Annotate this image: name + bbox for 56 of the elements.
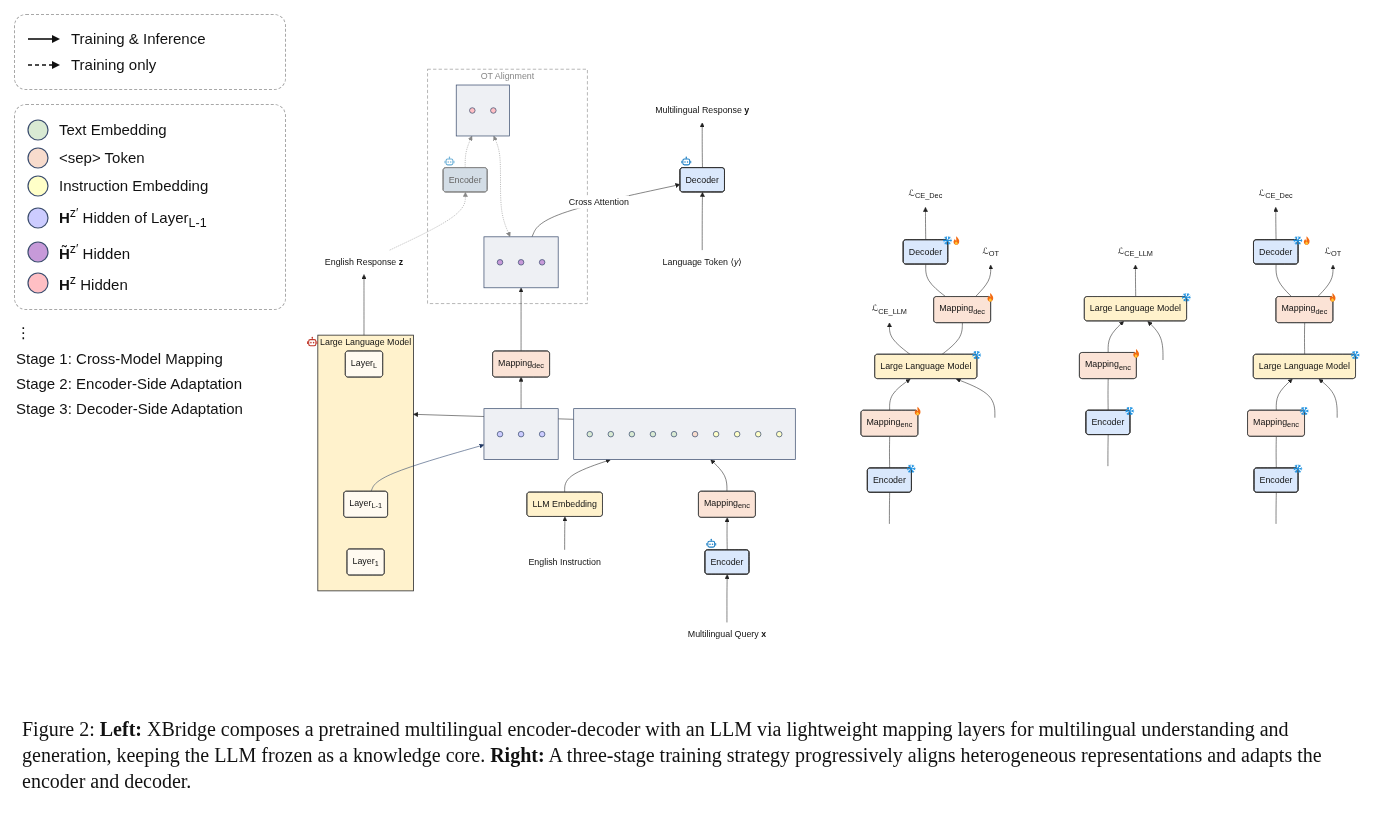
node-text: Multilingual Response y: [655, 105, 750, 115]
connector: [1304, 322, 1305, 355]
legend-text: Text Embedding: [59, 120, 167, 140]
connector: [1107, 378, 1109, 411]
stage-caption: Stage 3: Decoder-Side Adaptation: [16, 400, 243, 417]
connector: [889, 436, 890, 469]
node-circle: [517, 431, 525, 438]
node-circle: [496, 431, 504, 438]
vertical-ellipsis: ⋮: [16, 324, 31, 342]
legend-text: H$^{z}$ Hidden: [59, 272, 128, 295]
edge-label: Cross Attention: [568, 197, 629, 207]
node-text: ℒ$_{CE_LLM}$: [871, 303, 908, 316]
legend-text: Training & Inference: [71, 29, 206, 49]
node-text: ℒ$_{OT}$: [982, 245, 1000, 258]
stage-caption: Stage 1: Cross-Model Mapping: [16, 350, 223, 367]
connector: [1275, 264, 1292, 298]
node-circle: [649, 431, 657, 438]
node-text: ℒ$_{OT}$: [1324, 245, 1342, 258]
node-circle: [469, 107, 476, 114]
connector: [1275, 492, 1277, 525]
cluster: [483, 408, 559, 460]
node-circle: [712, 431, 720, 438]
connector: [1275, 436, 1277, 469]
connector: [1107, 434, 1109, 467]
stage-caption: Stage 2: Encoder-Side Adaptation: [16, 375, 242, 392]
figure-caption: Figure 2: Left: XBridge composes a pretrained multilingual encoder-decoder with an LLM via lightweight mapping layers for multilingual understanding and generation, keeping the LLM frozen as a knowledge core. Right: A three-stage training strategy progressively aligns heterogeneous representations and adapts the encoder and decoder.: [22, 717, 1323, 794]
node-circle: [539, 431, 546, 438]
node-circle: [628, 431, 635, 438]
connector: [925, 264, 947, 298]
legend-text: Instruction Embedding: [59, 176, 209, 196]
legend-text: <sep> Token: [59, 148, 145, 168]
cluster: [483, 236, 559, 289]
node-text: Multilingual Query x: [687, 629, 767, 640]
legend-text: Training only: [71, 55, 157, 75]
legend-text: H̃$^{z′}$ Hidden: [59, 241, 131, 264]
node-circle: [734, 431, 741, 438]
node-text: ℒ$_{CE_Dec}$: [908, 188, 943, 201]
node-circle: [607, 431, 614, 438]
connector: [941, 322, 963, 355]
node-circle: [755, 431, 762, 438]
node-text: ℒ$_{CE_LLM}$: [1117, 245, 1154, 258]
node-circle: [517, 259, 525, 266]
node-text: Language Token ⟨y⟩: [662, 257, 742, 267]
node-circle: [539, 259, 546, 266]
node-circle: [586, 431, 593, 438]
node-circle: [496, 259, 504, 266]
legend-text: H$^{z′}$ Hidden of Layer$_{L-1}$: [59, 205, 207, 232]
node-text: English Instruction: [528, 556, 601, 567]
connector: [889, 492, 890, 525]
node-text: ℒ$_{CE_Dec}$: [1258, 188, 1293, 201]
node-text: English Response z: [324, 257, 404, 267]
cluster: [573, 408, 796, 460]
node-circle: [670, 431, 678, 438]
node-circle: [490, 107, 497, 114]
node-circle: [776, 431, 783, 438]
node-circle: [691, 431, 699, 438]
